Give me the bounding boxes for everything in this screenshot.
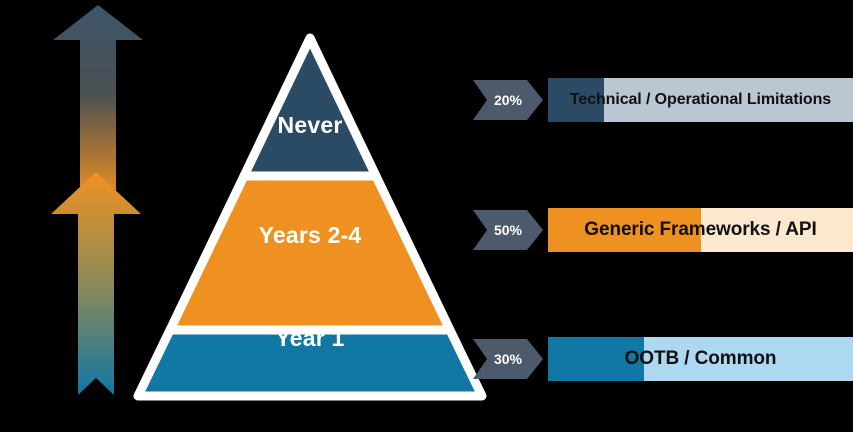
legend-row: 20% Technical / Operational Limitations (473, 78, 853, 122)
percent-value: 20% (493, 92, 523, 108)
chevron-shape (473, 80, 543, 120)
bar-fill (548, 208, 701, 252)
pyramid-band-bottom[interactable] (133, 325, 487, 401)
percent-value: 50% (493, 222, 523, 238)
upward-growth-arrow-back-shape (53, 5, 143, 200)
legend-row: 30% OOTB / Common (473, 337, 853, 381)
maturity-pyramid (133, 33, 487, 401)
percent-chevron[interactable]: 20% (473, 80, 543, 120)
legend-label: OOTB / Common (624, 348, 777, 369)
percent-value: 30% (493, 351, 523, 367)
chevron-shape (473, 339, 543, 379)
bar-fill (548, 337, 645, 381)
chevron-shape (473, 210, 543, 250)
legend-bar[interactable]: OOTB / Common (548, 337, 853, 381)
pyramid-band-top[interactable] (239, 33, 381, 181)
percent-chevron[interactable]: 50% (473, 210, 543, 250)
legend-label: Technical / Operational Limitations (569, 91, 832, 108)
percent-chevron[interactable]: 30% (473, 339, 543, 379)
legend-bar[interactable]: Generic Frameworks / API (548, 208, 853, 252)
growth-arrows-group (51, 5, 143, 395)
pyramid-band-middle[interactable] (165, 171, 455, 335)
upward-growth-arrow-front-shape (51, 172, 141, 395)
legend-bar[interactable]: Technical / Operational Limitations (548, 78, 853, 122)
legend-label: Generic Frameworks / API (584, 219, 817, 240)
bar-fill (548, 78, 605, 122)
legend-row: 50% Generic Frameworks / API (473, 208, 853, 252)
